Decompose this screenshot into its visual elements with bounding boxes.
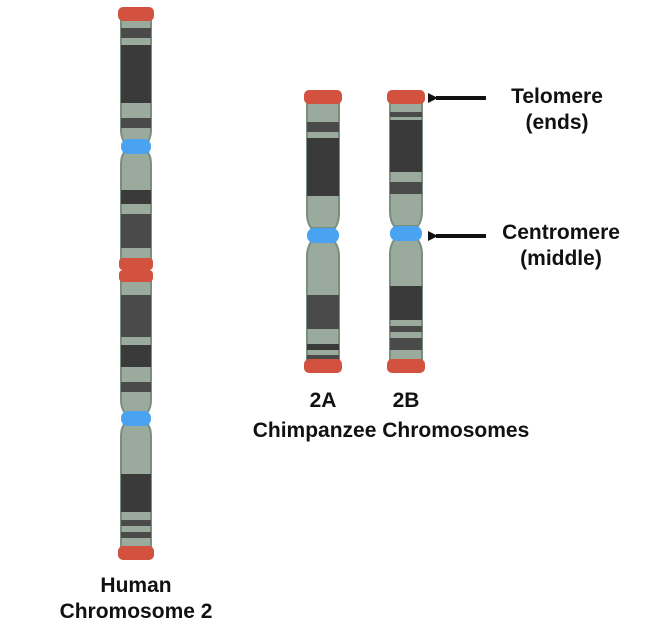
chimp-2b-band [390,182,422,194]
chimp-2a-band [307,122,339,132]
human-centromere-vestigial [121,411,151,426]
chimp-caption: Chimpanzee Chromosomes [252,419,530,442]
centromere-label-title: Centromere [502,221,620,244]
chimp-2a-band [307,138,339,196]
chimp-2a-band [307,355,339,361]
telomere-label-subtitle: (ends) [525,111,589,134]
chimp-2b-label: 2B [392,389,420,412]
chimp-2a-label: 2A [309,389,337,412]
chimp-chromosome-2b [387,90,425,373]
human-band [121,28,151,38]
chimp-2a-telomere-bottom [304,359,342,373]
chimp-2b-band [390,338,422,350]
telomere-label: Telomere (ends) [492,84,622,136]
human-band [121,345,151,367]
chimp-2b-band [390,286,422,320]
human-telomere-top [118,7,154,21]
chimp-2b-telomere-top [387,90,425,104]
human-label-line1: Human [100,574,172,597]
chimp-2a-band [307,344,339,350]
human-band [121,474,151,512]
chimp-2b-telomere-bottom [387,359,425,373]
chimp-2a-telomere-top [304,90,342,104]
chimp-2a-centromere [307,228,339,243]
chimp-2b-centromere [390,226,422,241]
chimp-2b-band [390,326,422,332]
human-band [121,190,151,204]
human-band [121,295,151,337]
human-centromere [121,139,151,154]
chimp-2b-band [390,120,422,172]
centromere-label: Centromere (middle) [486,220,636,272]
human-chromosome-2 [118,7,154,560]
centromere-label-subtitle: (middle) [520,247,602,270]
telomere-label-title: Telomere [511,85,603,108]
human-telomere-fusion [119,270,153,282]
human-band [121,214,151,248]
human-band [121,118,151,128]
human-band [121,520,151,526]
human-telomere-fusion [119,258,153,270]
human-band [121,45,151,103]
chimp-chromosome-2a [304,90,342,373]
human-label-line2: Chromosome 2 [59,600,213,623]
chimp-2a-band [307,295,339,329]
human-band [121,382,151,392]
human-band [121,532,151,538]
chimp-2b-band [390,112,422,117]
human-telomere-bottom [118,546,154,560]
human-label: Human Chromosome 2 [36,573,236,625]
